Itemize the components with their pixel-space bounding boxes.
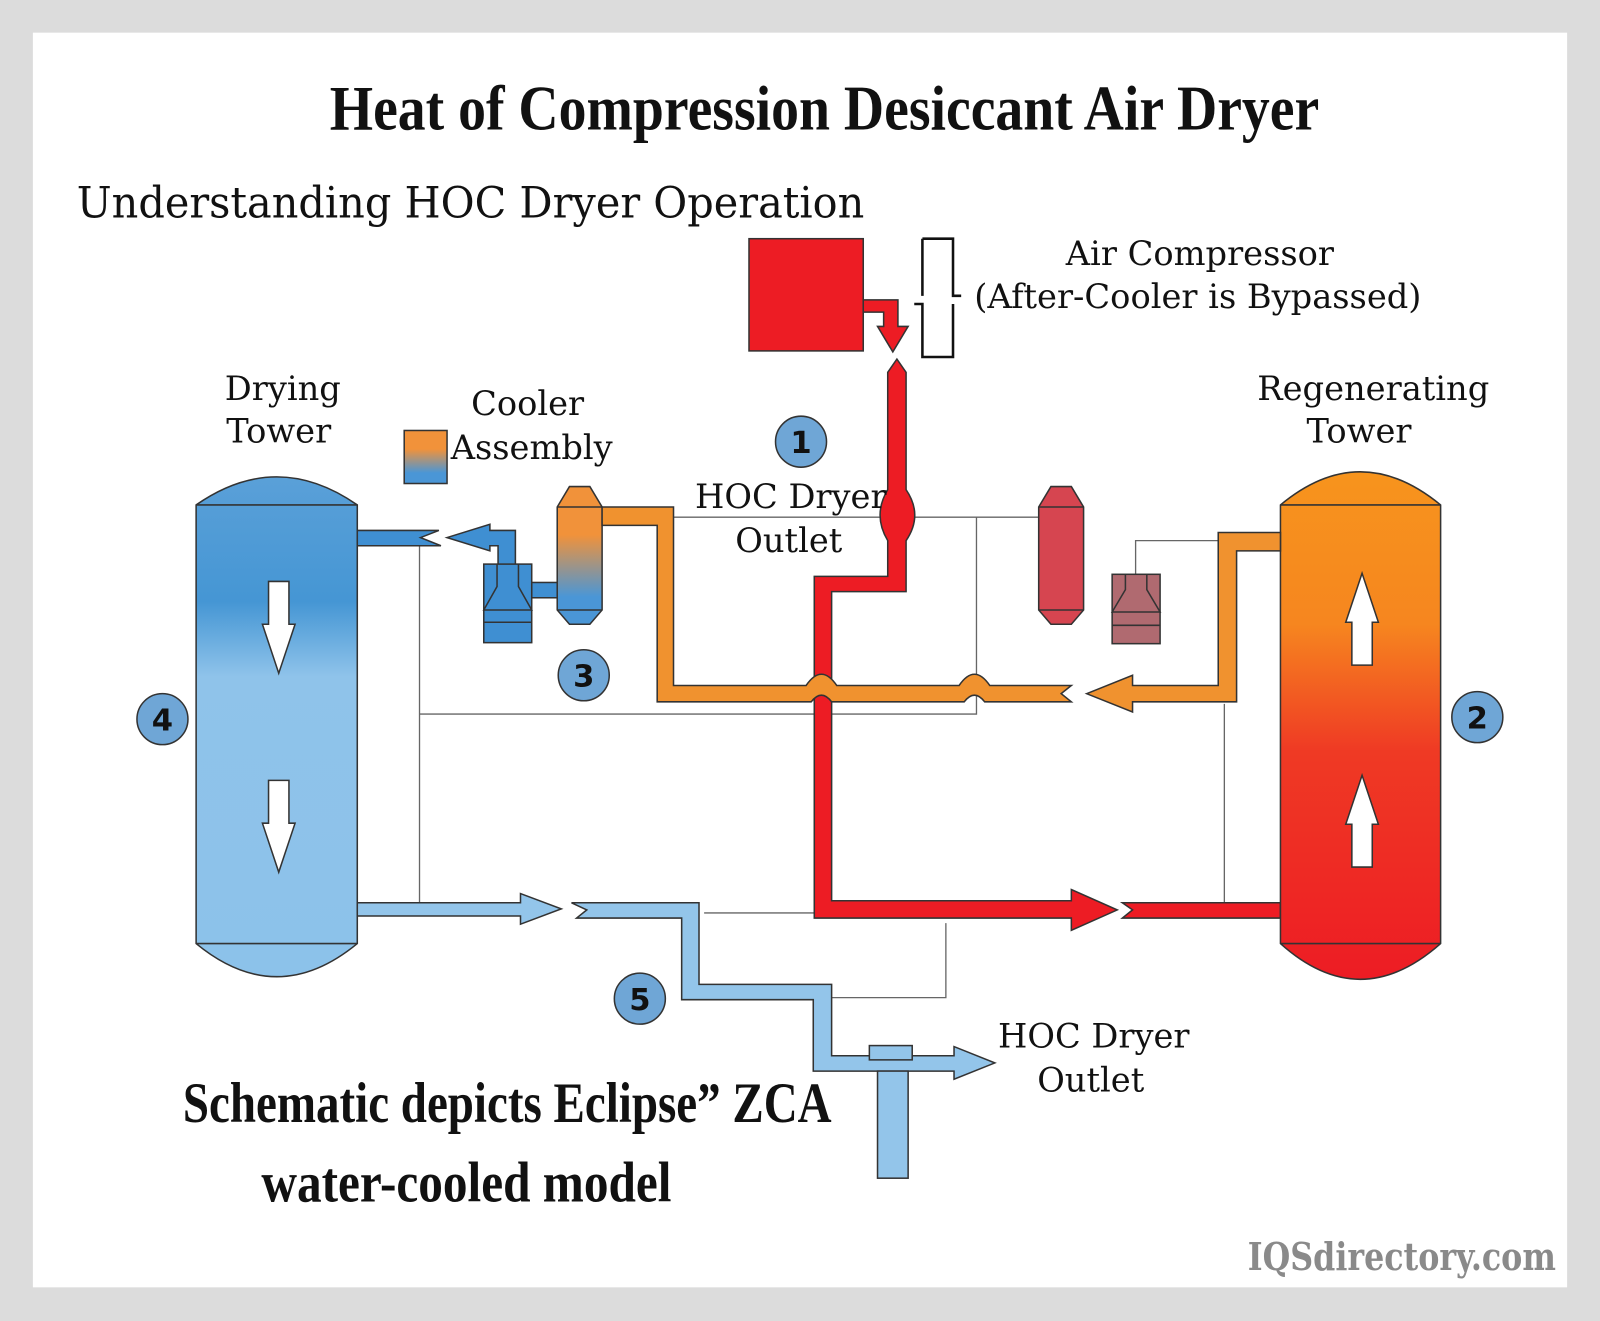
hoc-outlet-bottom-label: Outlet — [1037, 1060, 1144, 1099]
cooler-assembly-label: Cooler — [471, 384, 585, 423]
up-arrow-icon — [1344, 570, 1380, 666]
drying-tower-label: Drying — [225, 369, 341, 408]
cooler-assembly-label: Assembly — [450, 428, 613, 467]
svg-text:3: 3 — [573, 660, 594, 695]
drying-tower — [195, 476, 359, 978]
cooler-legend-swatch — [403, 429, 448, 485]
drain-pipe — [876, 1070, 909, 1179]
svg-text:2: 2 — [1467, 701, 1488, 736]
hoc-outlet-label: Outlet — [735, 521, 842, 560]
dry-air-outlet-pipe — [356, 892, 997, 1179]
cooler-column-red — [1037, 485, 1085, 626]
caption-line-2: water-cooled model — [261, 1152, 671, 1215]
valve — [868, 1044, 913, 1061]
hoc-outlet-label: HOC Dryer — [695, 477, 887, 516]
page-title: Heat of Compression Desiccant Air Dryer — [330, 74, 1319, 144]
down-arrow-icon — [261, 580, 297, 676]
up-arrow-icon — [1344, 772, 1380, 868]
regeneration-pipe — [601, 506, 1282, 714]
step-2: 2 — [1451, 690, 1504, 744]
after-cooler-symbol — [914, 237, 962, 359]
step-3: 3 — [557, 649, 611, 702]
caption-line-1: Schematic depicts Eclipse” ZCA — [183, 1072, 832, 1135]
regenerating-tower-label: Regenerating — [1257, 369, 1489, 408]
svg-text:1: 1 — [790, 426, 811, 461]
control-lines — [418, 516, 1226, 999]
regenerating-tower-label: Tower — [1307, 412, 1413, 451]
step-4: 4 — [136, 692, 189, 746]
subtitle: Understanding HOC Dryer Operation — [77, 178, 864, 228]
cooler-unit-blue — [482, 563, 534, 644]
air-compressor — [748, 237, 865, 352]
cooler-column — [556, 485, 603, 626]
step-5: 5 — [613, 972, 667, 1025]
svg-text:5: 5 — [629, 983, 650, 1018]
hot-air-pipe — [813, 299, 1282, 932]
dry-air-return-pipe — [356, 523, 560, 599]
hoc-outlet-bottom-label: HOC Dryer — [998, 1017, 1190, 1056]
watermark: IQSdirectory.com — [1248, 1235, 1556, 1280]
step-1: 1 — [774, 415, 828, 468]
after-cooler-label: (After-Cooler is Bypassed) — [974, 277, 1421, 316]
svg-text:4: 4 — [152, 703, 173, 738]
air-compressor-label: Air Compressor — [1065, 234, 1335, 273]
down-arrow-icon — [261, 779, 297, 875]
drying-tower-label: Tower — [226, 412, 332, 451]
cooler-unit-red — [1110, 573, 1162, 645]
regenerating-tower — [1279, 471, 1442, 980]
